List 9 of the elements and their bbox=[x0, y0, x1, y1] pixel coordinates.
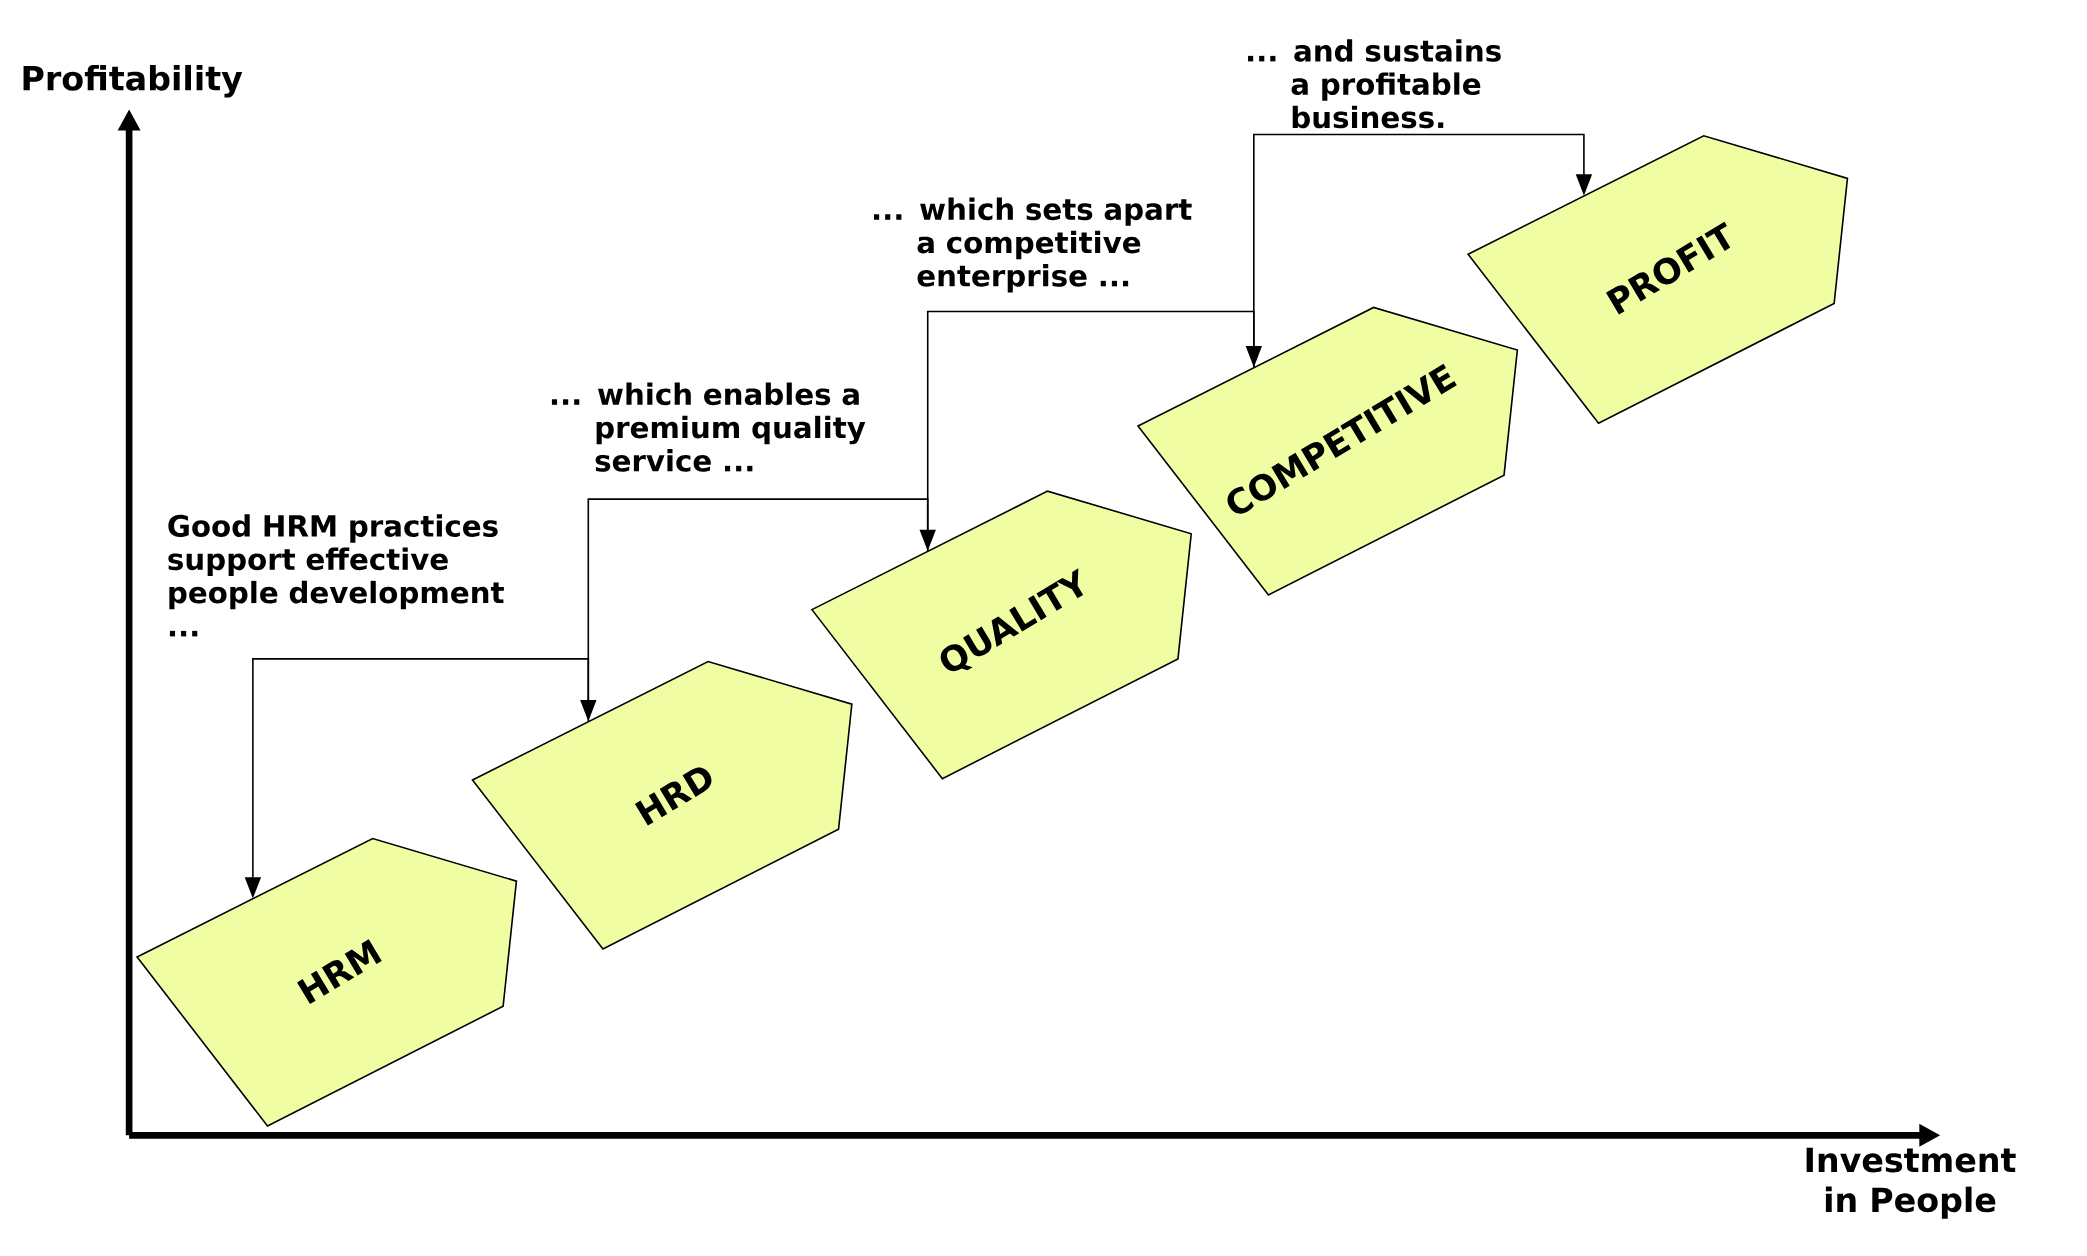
axis-title: Investment in People bbox=[1806, 1147, 2016, 1219]
edge-label: ... which sets apart a competitive enterprise ... bbox=[874, 197, 1192, 293]
edge-label: ... and sustains a profitable business. bbox=[1248, 38, 1501, 129]
bracket-connector bbox=[587, 498, 936, 722]
axis-title: Profitability bbox=[23, 64, 243, 98]
edge-label: Good HRM practices support effective people development ... bbox=[168, 514, 504, 637]
bracket-connector bbox=[1253, 133, 1593, 368]
bracket-connector bbox=[926, 310, 1262, 552]
edge-label: ... which enables a premium quality service ... bbox=[551, 382, 866, 472]
